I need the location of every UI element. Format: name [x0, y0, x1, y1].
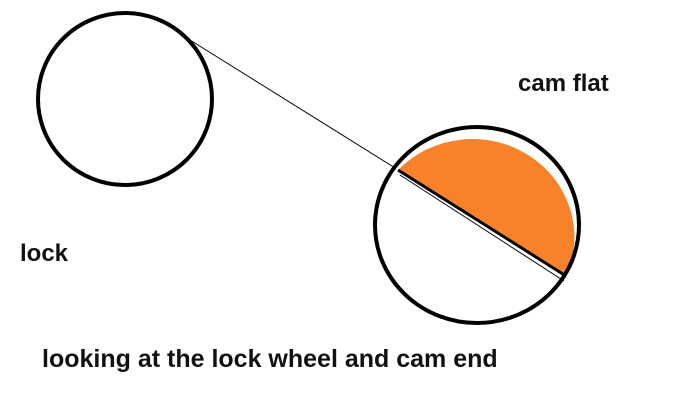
cam-flat-segment [398, 139, 575, 276]
diagram-caption: looking at the lock wheel and cam end [42, 345, 498, 373]
cam-outline [373, 125, 581, 325]
connector-line [189, 39, 409, 177]
lock-label: lock [20, 240, 69, 267]
cam-flat-chord [397, 168, 567, 278]
cam-flat-label: cam flat [518, 70, 609, 97]
lock-wheel-circle [36, 11, 214, 187]
cam-flat-chord-edge [399, 174, 565, 282]
